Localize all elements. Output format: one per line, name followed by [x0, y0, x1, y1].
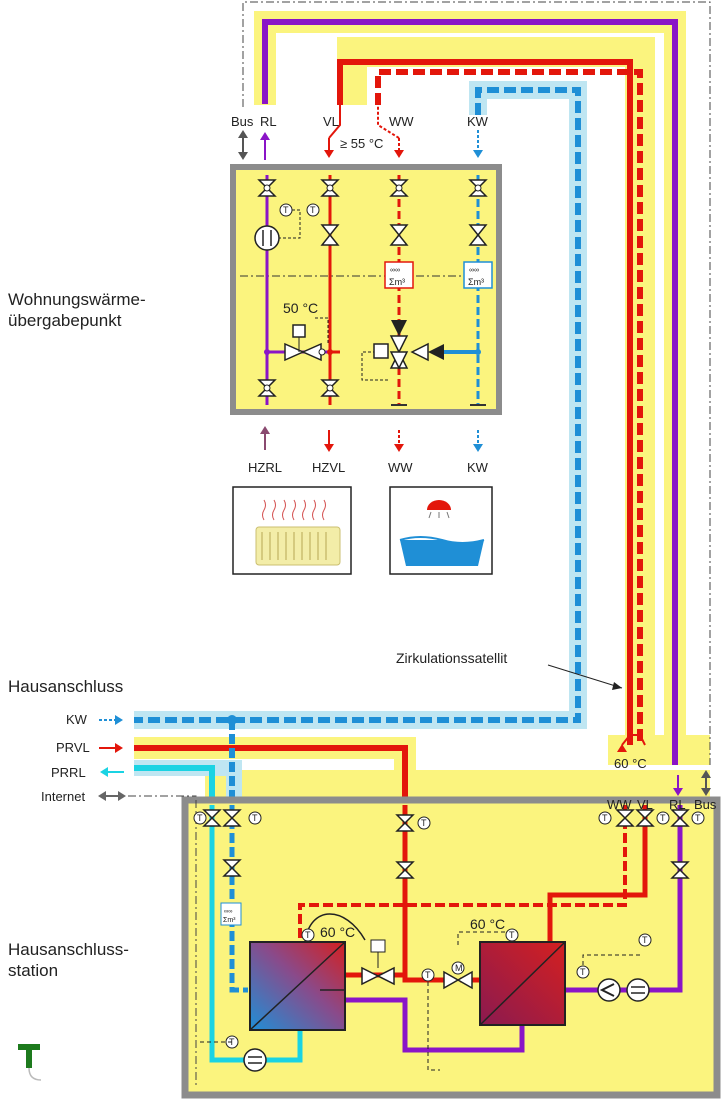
thermostatic-mixer — [361, 320, 444, 381]
svg-text:Σm³: Σm³ — [389, 277, 405, 287]
mixing-valve: 50 °C — [283, 300, 329, 352]
station-top-ww: WW — [607, 797, 632, 812]
input-internet: Internet — [41, 789, 85, 804]
station-top-temp: 60 °C — [614, 756, 647, 771]
label-min-temp: ≥ 55 °C — [340, 136, 383, 151]
section-station-2: station — [8, 961, 58, 980]
temperature-sensors: T T T T T T T T T T T T M — [193, 811, 705, 1049]
station-top-bus: Bus — [694, 797, 717, 812]
svg-text:T: T — [421, 818, 427, 828]
mixer-temp-label: 50 °C — [283, 300, 318, 316]
svg-text:∞∞: ∞∞ — [390, 267, 400, 274]
station-top-arrows — [617, 734, 711, 796]
radiator-consumer — [232, 486, 352, 575]
svg-text:T: T — [580, 967, 586, 977]
valve-handles — [263, 184, 482, 392]
svg-text:Σm³: Σm³ — [223, 917, 236, 924]
svg-text:T: T — [252, 813, 258, 823]
circulation-pump — [597, 978, 621, 1002]
svg-text:T: T — [642, 935, 648, 945]
prrl-pipe — [134, 765, 215, 800]
svg-text:T: T — [509, 930, 515, 940]
hx2-temp-label: 60 °C — [470, 916, 505, 932]
svg-text:T: T — [695, 813, 701, 823]
svg-text:T: T — [305, 930, 311, 940]
svg-text:T: T — [602, 813, 608, 823]
svg-text:∞∞: ∞∞ — [469, 267, 479, 274]
hx1-temp-label: 60 °C — [320, 924, 355, 940]
station-top-rl: RL — [669, 797, 686, 812]
house-input-arrows — [98, 715, 126, 801]
section-apartment-1: Wohnungswärme- — [8, 290, 146, 309]
svg-text:M: M — [455, 963, 463, 973]
label-kw: KW — [467, 114, 489, 129]
input-prvl: PRVL — [56, 740, 90, 755]
svg-text:T: T — [660, 813, 666, 823]
prvl-pipe — [134, 745, 408, 800]
outlet-ww: WW — [388, 460, 413, 475]
kw-water-meter: ∞∞ Σm³ — [463, 261, 493, 289]
label-vl: VL — [323, 114, 339, 129]
sensor-label: T — [310, 205, 316, 215]
kw-riser — [134, 87, 581, 723]
svg-text:T: T — [197, 813, 203, 823]
control-lines — [200, 931, 640, 1071]
vl-riser — [337, 59, 633, 745]
outlet-kw: KW — [467, 460, 489, 475]
section-apartment-2: übergabepunkt — [8, 311, 122, 330]
bathtub-consumer — [389, 486, 493, 575]
rl-riser — [262, 19, 678, 765]
station-valves — [202, 809, 690, 990]
bus-line — [242, 1, 711, 765]
brand-logo — [18, 1044, 42, 1081]
svg-text:T: T — [425, 970, 431, 980]
kw-meter-station: ∞∞ Σm³ — [220, 902, 242, 926]
sensor-label: T — [283, 205, 289, 215]
input-prrl: PRRL — [51, 765, 86, 780]
top-connection-arrows — [238, 105, 483, 160]
section-station-1: Hausanschluss- — [8, 940, 129, 959]
section-circulation: Zirkulationssatellit — [396, 650, 507, 666]
svg-text:∞∞: ∞∞ — [224, 909, 233, 915]
station-top-vl: VL — [637, 797, 653, 812]
heat-meter — [243, 978, 650, 1072]
outlet-hzrl: HZRL — [248, 460, 282, 475]
house-station: T T T T T T T T T T T T M — [181, 796, 721, 1099]
label-rl: RL — [260, 114, 277, 129]
input-kw: KW — [66, 712, 88, 727]
section-house-connection: Hausanschluss — [8, 677, 123, 696]
svg-text:Σm³: Σm³ — [468, 277, 484, 287]
ww-riser — [375, 69, 643, 745]
label-bus: Bus — [231, 114, 254, 129]
actuator — [370, 939, 386, 953]
label-ww: WW — [389, 114, 414, 129]
apartment-unit: T T 50 °C ∞∞ Σm³ ∞∞ Σm³ — [230, 164, 502, 415]
circulation-pointer — [547, 664, 623, 689]
outlet-arrows — [260, 426, 483, 452]
ww-heat-meter: ∞∞ Σm³ — [384, 261, 414, 289]
flow-meter: T T — [254, 203, 320, 251]
labels: Bus RL VL WW KW ≥ 55 °C Wohnungswärme- ü… — [8, 114, 717, 980]
outlet-hzvl: HZVL — [312, 460, 345, 475]
